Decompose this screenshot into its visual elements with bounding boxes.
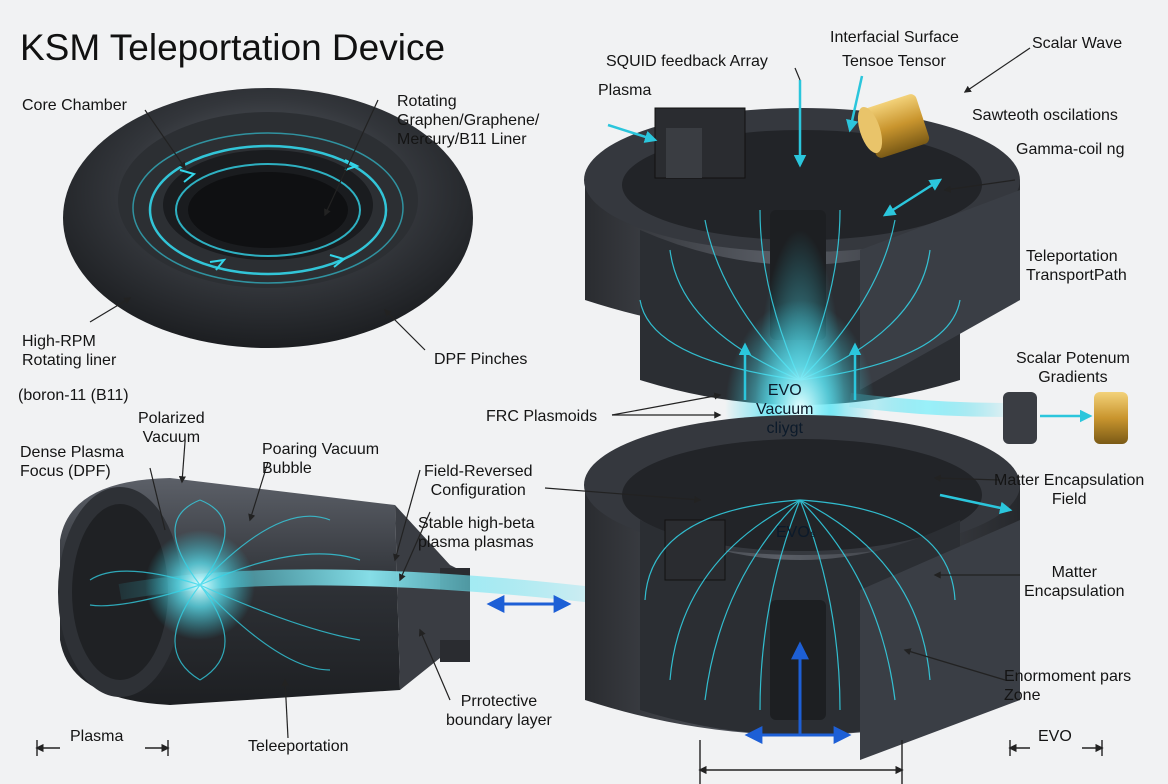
torus-core-chamber	[63, 88, 473, 348]
label-dpf-pinches: DPF Pinches	[434, 351, 528, 368]
label-tensoe-tensor: Tensoe Tensor	[842, 53, 946, 70]
leader-lines	[89, 47, 1031, 739]
label-teleportation-bottom: Teleeportation	[248, 738, 349, 755]
page-title: KSM Teleportation Device	[20, 27, 446, 68]
label-evos: EVOₛ	[776, 524, 816, 541]
label-plasma-top: Plasma	[598, 82, 652, 99]
label-plasma-bottom: Plasma	[70, 728, 124, 745]
blue-arrows	[486, 595, 852, 744]
lower-chamber	[584, 415, 1020, 760]
label-squid-array: SQUID feedback Array	[606, 53, 768, 70]
dimension-bars	[35, 740, 1104, 784]
label-scalar-wave: Scalar Wave	[1032, 35, 1123, 52]
label-frc-plasmoids: FRC Plasmoids	[486, 408, 598, 425]
scalar-wave-emitter	[857, 94, 930, 158]
label-gamma-coil: Gamma-coil ng	[1016, 141, 1125, 158]
horizontal-dpf-chamber	[58, 478, 621, 705]
label-core-chamber: Core Chamber	[22, 97, 127, 114]
gradient-rings	[1003, 392, 1128, 444]
cyan-arrows	[607, 75, 1093, 515]
label-evo-bottom: EVO	[1038, 728, 1072, 745]
label-boron: (boron-11 (B11)	[18, 387, 129, 404]
label-interfacial-surface: Interfacial Surface	[830, 29, 959, 46]
label-sawteeth-oscillations: Sawteoth oscilations	[972, 107, 1118, 124]
